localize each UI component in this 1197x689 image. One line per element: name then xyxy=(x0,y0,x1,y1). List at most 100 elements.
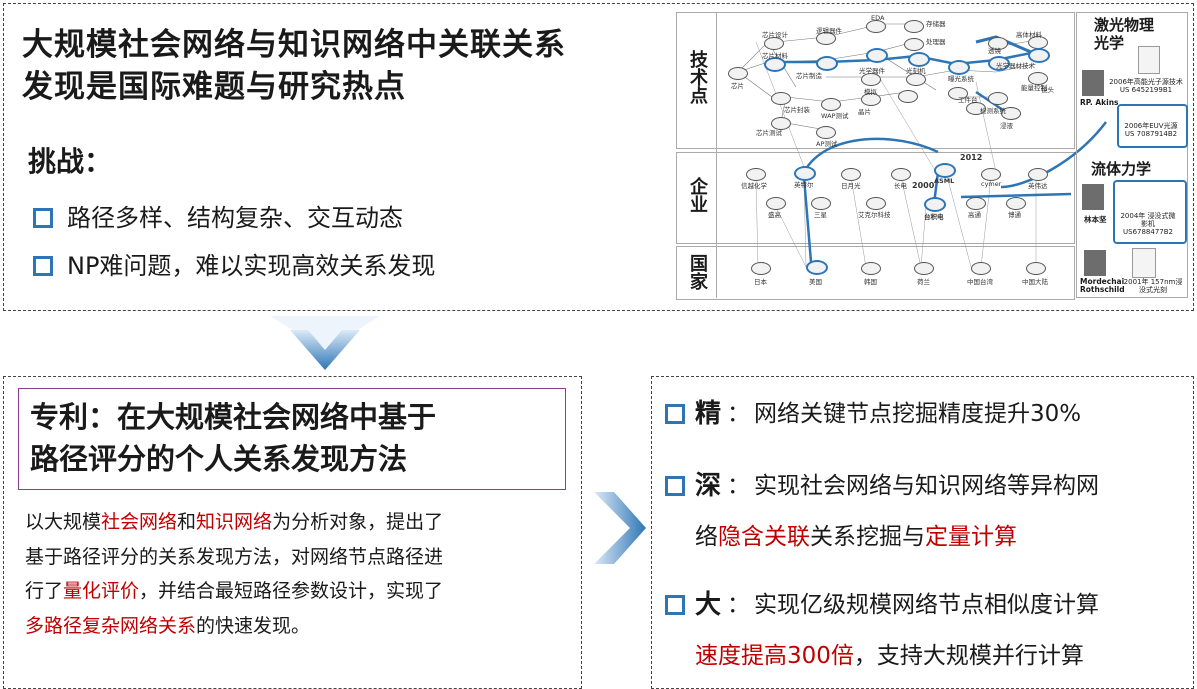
desc-line-3: 行了量化评价，并结合最短路径参数设计，实现了 xyxy=(25,574,575,609)
tech-node-label: WAP测试 xyxy=(821,112,849,120)
tech-node-label: 存储器 xyxy=(926,20,946,28)
square-bullet-icon xyxy=(665,595,685,615)
company-node xyxy=(811,197,831,210)
tech-node xyxy=(908,52,930,67)
tech-node-label: 芯片材料 xyxy=(762,52,788,60)
desc-text: ，并结合最短路径参数设计，实现了 xyxy=(139,580,444,602)
tech-node xyxy=(728,67,748,80)
tech-node-label: 工件台 xyxy=(958,96,978,104)
advantage-precision: 精 ： 网络关键节点挖掘精度提升30% xyxy=(665,394,1081,434)
tech-node-label: AP测试 xyxy=(816,140,838,148)
year-label: 2012 xyxy=(960,153,983,162)
main-title-line2: 发现是国际难题与研究热点 xyxy=(22,69,406,105)
tech-node-label: 曝光系统 xyxy=(948,75,974,83)
tech-node xyxy=(816,56,838,71)
row-label-company: 企业 xyxy=(687,177,708,213)
tech-node xyxy=(948,87,968,100)
main-title-line1: 大规模社会网络与知识网络中关联关系 xyxy=(22,27,566,63)
country-node xyxy=(806,260,828,275)
desc-text: 行了 xyxy=(25,580,64,602)
network-figure: 技术点 企业 国家 xyxy=(676,12,1188,300)
country-label: 荷兰 xyxy=(917,278,930,286)
company-node xyxy=(746,168,766,181)
patent-title-line2: 路径评分的个人关系发现方法 xyxy=(30,442,408,476)
advantage-text: 实现亿级规模网络节点相似度计算 xyxy=(754,592,1100,618)
advantage-text: 网络关键节点挖掘精度提升30% xyxy=(754,401,1082,427)
country-label: 中国大陆 xyxy=(1022,278,1048,286)
patent-doc xyxy=(1138,46,1160,74)
advantage-depth-line2: 络隐含关联关系挖掘与定量计算 xyxy=(695,517,1017,557)
company-label: 长电 xyxy=(894,182,907,190)
tech-node xyxy=(988,56,1010,71)
advantage-sep: ： xyxy=(727,592,751,618)
advantage-scale-line2: 速度提高300倍，支持大规模并行计算 xyxy=(695,636,1084,676)
tech-node xyxy=(948,60,970,75)
country-label: 中国台湾 xyxy=(967,278,993,286)
tech-node-label: 逻辑器件 xyxy=(816,27,842,35)
tech-node-label: 模拟 xyxy=(864,88,877,96)
tech-node xyxy=(1028,72,1048,85)
company-label: 台积电 xyxy=(924,213,944,221)
tech-node-label: 浸液 xyxy=(1000,122,1013,130)
side-heading-fluid: 流体力学 xyxy=(1091,160,1152,178)
country-label: 日本 xyxy=(754,278,767,286)
tech-node xyxy=(988,92,1008,105)
tech-node-label: 镜头 xyxy=(1041,86,1054,94)
company-label: cymer xyxy=(981,180,1002,188)
desc-highlight: 量化评价 xyxy=(63,580,140,602)
company-label: 英特尔 xyxy=(794,181,814,189)
challenge-bullet-1: 路径多样、结构复杂、交互动态 xyxy=(33,203,403,233)
advantage-key: 精 xyxy=(695,399,722,429)
company-node xyxy=(934,163,956,178)
tech-node xyxy=(771,92,791,105)
tech-node-label: 芯片测试 xyxy=(756,129,782,137)
square-bullet-icon xyxy=(665,476,685,496)
person-photo xyxy=(1082,184,1104,210)
advantage-depth: 深 ： 实现社会网络与知识网络等异构网 xyxy=(665,466,1099,506)
company-node xyxy=(794,166,816,181)
tech-node xyxy=(764,57,786,72)
row-label-column xyxy=(676,12,717,298)
company-label: 艾克尔科技 xyxy=(858,211,891,219)
advantage-key: 深 xyxy=(695,471,722,501)
company-node xyxy=(924,197,946,212)
advantage-sep: ： xyxy=(727,401,751,427)
patent-description: 以大规模社会网络和知识网络为分析对象，提出了 基于路径评分的关系发现方法，对网络… xyxy=(25,505,575,643)
desc-text: 和 xyxy=(177,511,197,533)
row-label-country: 国家 xyxy=(687,254,708,290)
patent-caption: 2006年高能光子源技术 US 6452199B1 xyxy=(1109,78,1183,94)
advantage-highlight: 速度提高300倍 xyxy=(695,643,854,669)
tech-node-label: 高体材料 xyxy=(1016,31,1042,39)
tech-node-label: 能量控制 xyxy=(1021,84,1047,92)
company-node xyxy=(891,168,911,181)
right-arrow-icon xyxy=(594,492,646,564)
advantage-text: 关系挖掘与 xyxy=(810,524,925,550)
desc-text: 以大规模 xyxy=(25,511,102,533)
year-label: 2000 xyxy=(912,181,935,190)
company-label: 信越化学 xyxy=(741,182,767,190)
company-label: 盛高 xyxy=(768,211,781,219)
country-row-box xyxy=(676,246,1075,300)
tech-node xyxy=(898,90,918,103)
company-node xyxy=(841,168,861,181)
company-row-box xyxy=(676,152,1075,244)
challenge-bullet-text: 路径多样、结构复杂、交互动态 xyxy=(67,204,403,232)
company-node xyxy=(981,168,1001,181)
patent-caption: 2004年 浸没式微影机 US6788477B2 xyxy=(1120,212,1176,236)
down-arrow-icon xyxy=(270,316,380,370)
desc-line-4: 多路径复杂网络关系的快速发现。 xyxy=(25,609,575,644)
tech-node xyxy=(904,20,924,33)
country-node xyxy=(914,262,934,275)
advantage-text: ，支持大规模并行计算 xyxy=(853,643,1084,669)
square-bullet-icon xyxy=(33,208,53,228)
challenge-bullet-text: NP难问题，难以实现高效关系发现 xyxy=(67,252,436,280)
tech-node xyxy=(866,48,888,63)
person-name: Mordechai Rothschild xyxy=(1080,277,1125,294)
advantage-sep: ： xyxy=(727,473,751,499)
advantage-scale: 大 ： 实现亿级规模网络节点相似度计算 xyxy=(665,585,1099,625)
tech-node-label: 芯片封装 xyxy=(784,106,810,114)
side-heading-laser: 激光物理光学 xyxy=(1094,16,1155,52)
row-label-tech: 技术点 xyxy=(687,50,708,104)
person-photo xyxy=(1084,250,1106,276)
challenge-heading: 挑战： xyxy=(28,145,113,178)
